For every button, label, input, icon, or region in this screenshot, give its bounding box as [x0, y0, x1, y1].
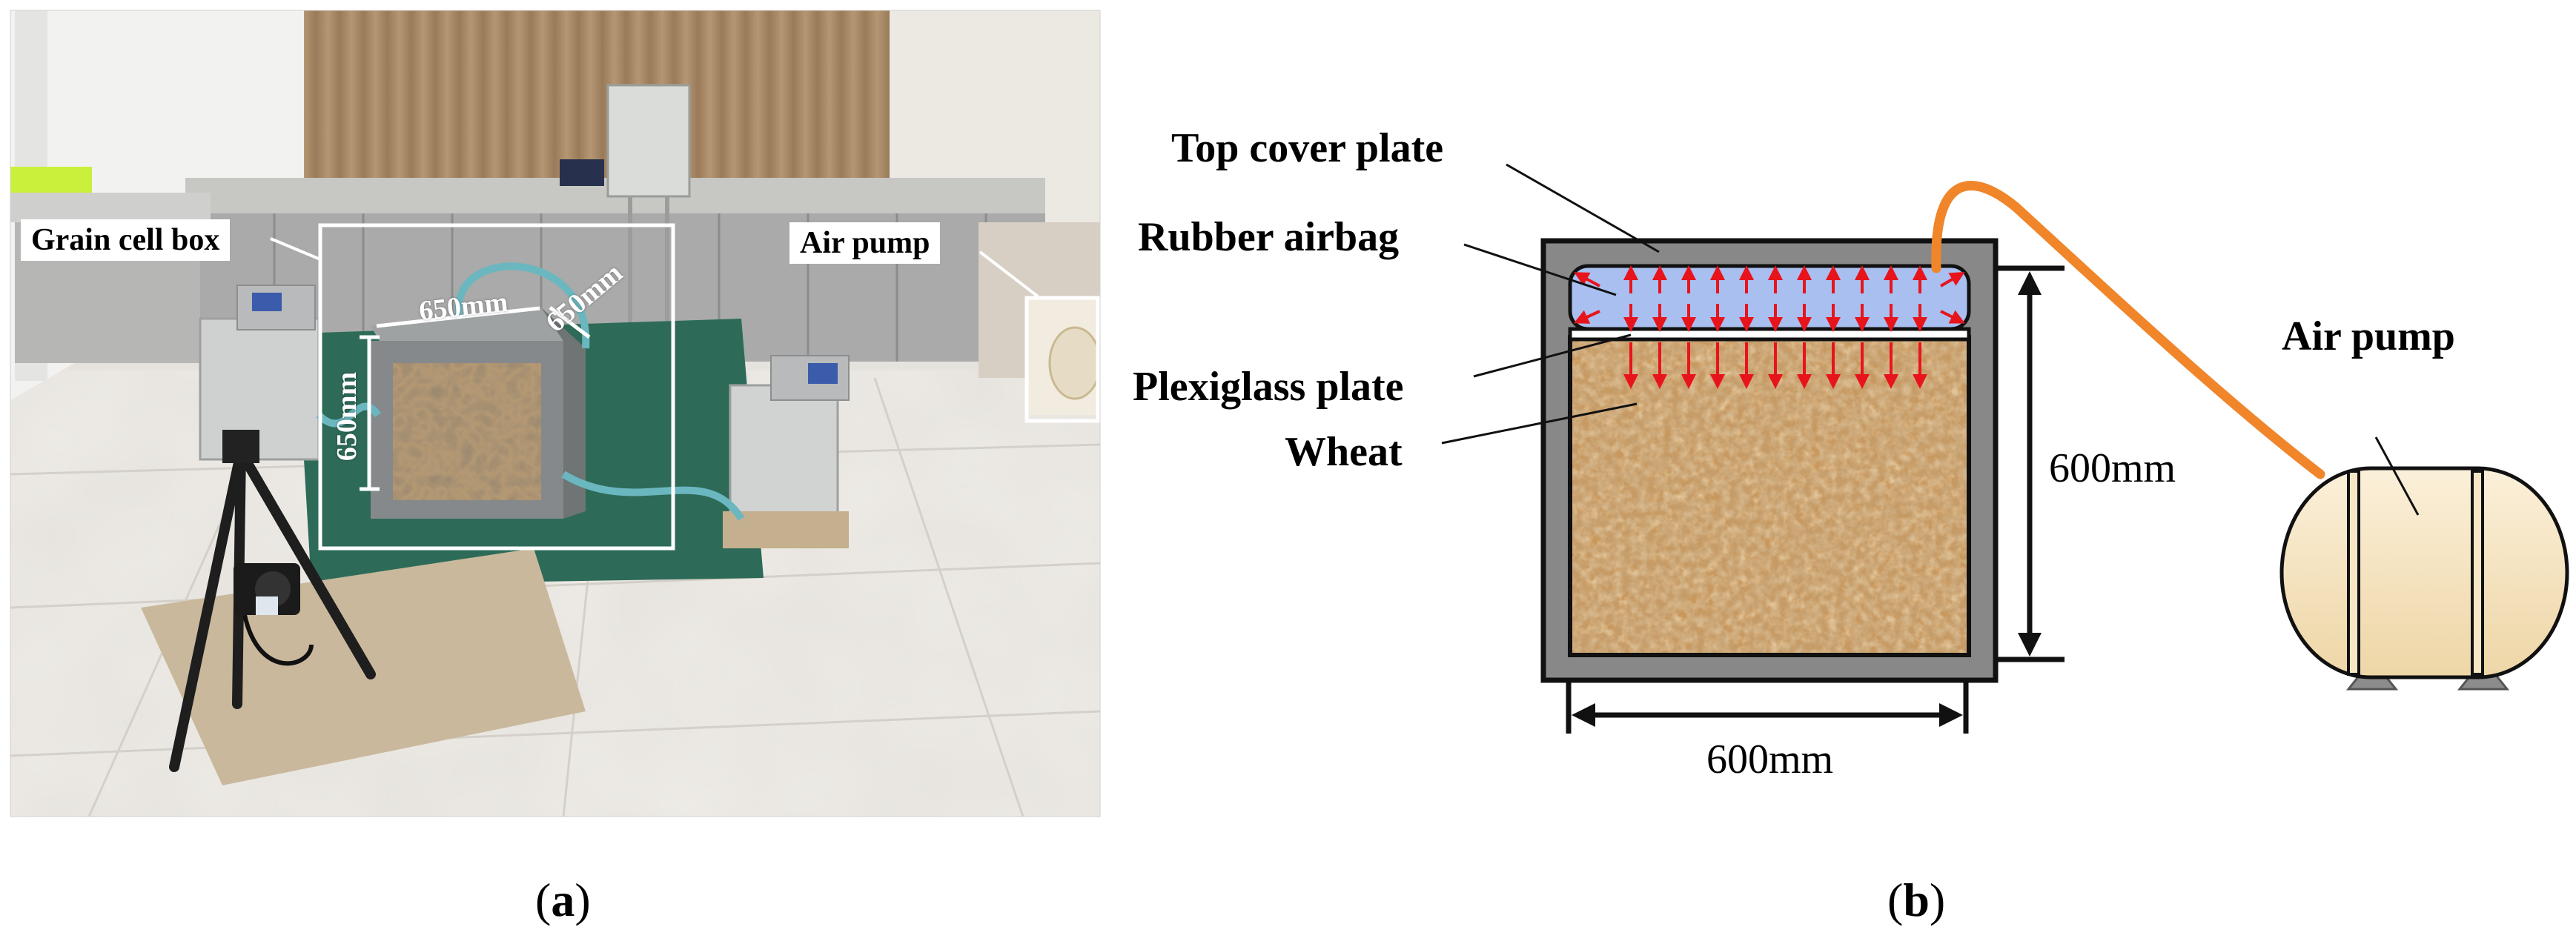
pressure-arrows-down: [1623, 304, 1927, 332]
air-pump-outline: [1024, 296, 1100, 423]
water-bath-right: [729, 384, 839, 528]
pump-band-left: [2347, 470, 2360, 676]
dimension-vertical: [1996, 265, 2065, 662]
panel-label-b: (b): [1887, 874, 1946, 926]
panel-label-a: (a): [535, 874, 591, 926]
tripod-head: [222, 430, 259, 463]
air-pump-photo-label: Air pump: [789, 222, 941, 265]
left-desk-top: [10, 193, 211, 222]
pump-band-right: [2471, 470, 2484, 676]
photo-dimension-lines: [360, 306, 591, 491]
photo-dim-height: 650mm: [331, 371, 363, 462]
plexiglass-plate-label: Plexiglass plate: [1133, 364, 1404, 410]
top-cover-plate-label: Top cover plate: [1171, 125, 1444, 171]
laptop: [560, 159, 604, 186]
rubber-airbag-label: Rubber airbag: [1138, 214, 1400, 260]
grain-cell-box-label: Grain cell box: [21, 219, 231, 262]
air-pump-leader: [979, 250, 1039, 298]
wheat-label: Wheat: [1285, 429, 1403, 475]
wood-base: [723, 511, 849, 548]
grain-box-outline: [318, 223, 675, 551]
hose-right: [561, 471, 745, 521]
dimension-horizontal: [1566, 680, 1969, 734]
photo-panel: [10, 10, 1101, 817]
control-box: [606, 84, 691, 198]
width-dimension-label: 600mm: [1706, 737, 1834, 782]
pump-body: [2279, 466, 2569, 679]
pressure-arrows-wheat: [1623, 342, 1927, 389]
air-pump-diagram: [2279, 466, 2569, 691]
air-tube: [1931, 181, 2325, 479]
schematic-panel: [1441, 163, 2569, 734]
pressure-arrows-side: [1573, 271, 1965, 324]
green-tray: [10, 167, 92, 193]
leader-lines: [1441, 163, 2420, 516]
grain-box-leader: [270, 237, 321, 261]
height-dimension-label: 600mm: [2049, 445, 2176, 491]
pressure-arrows-up: [1623, 265, 1927, 293]
hose-top: [454, 262, 590, 349]
camera-strap: [242, 614, 314, 666]
air-pump-photo: [1048, 326, 1100, 400]
air-pump-diagram-label: Air pump: [2282, 313, 2455, 359]
